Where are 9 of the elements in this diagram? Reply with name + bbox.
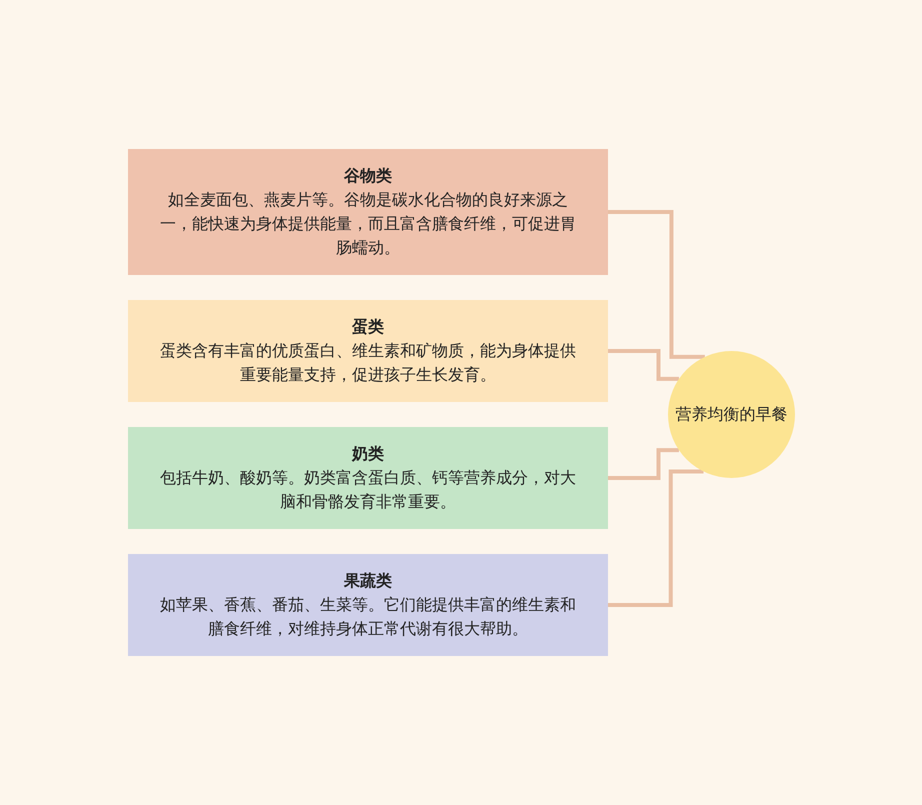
connector (608, 210, 704, 359)
node-box: 奶类 包括牛奶、酸奶等。奶类富含蛋白质、钙等营养成分，对大脑和骨骼发育非常重要。 (128, 427, 608, 529)
node-box: 蛋类 蛋类含有丰富的优质蛋白、维生素和矿物质，能为身体提供重要能量支持，促进孩子生长发育。 (128, 300, 608, 402)
node-box: 果蔬类 如苹果、香蕉、番茄、生菜等。它们能提供丰富的维生素和膳食纤维，对维持身体正常代谢有很大帮助。 (128, 554, 608, 656)
connector (608, 448, 678, 480)
connector (608, 349, 678, 381)
node-circle: 营养均衡的早餐 (668, 351, 794, 478)
node-box: 谷物类 如全麦面包、燕麦片等。谷物是碳水化合物的良好来源之一，能快速为身体提供能量，而且富含膳食纤维，可促进胃肠蠕动。 (128, 149, 608, 275)
connector (608, 470, 704, 607)
